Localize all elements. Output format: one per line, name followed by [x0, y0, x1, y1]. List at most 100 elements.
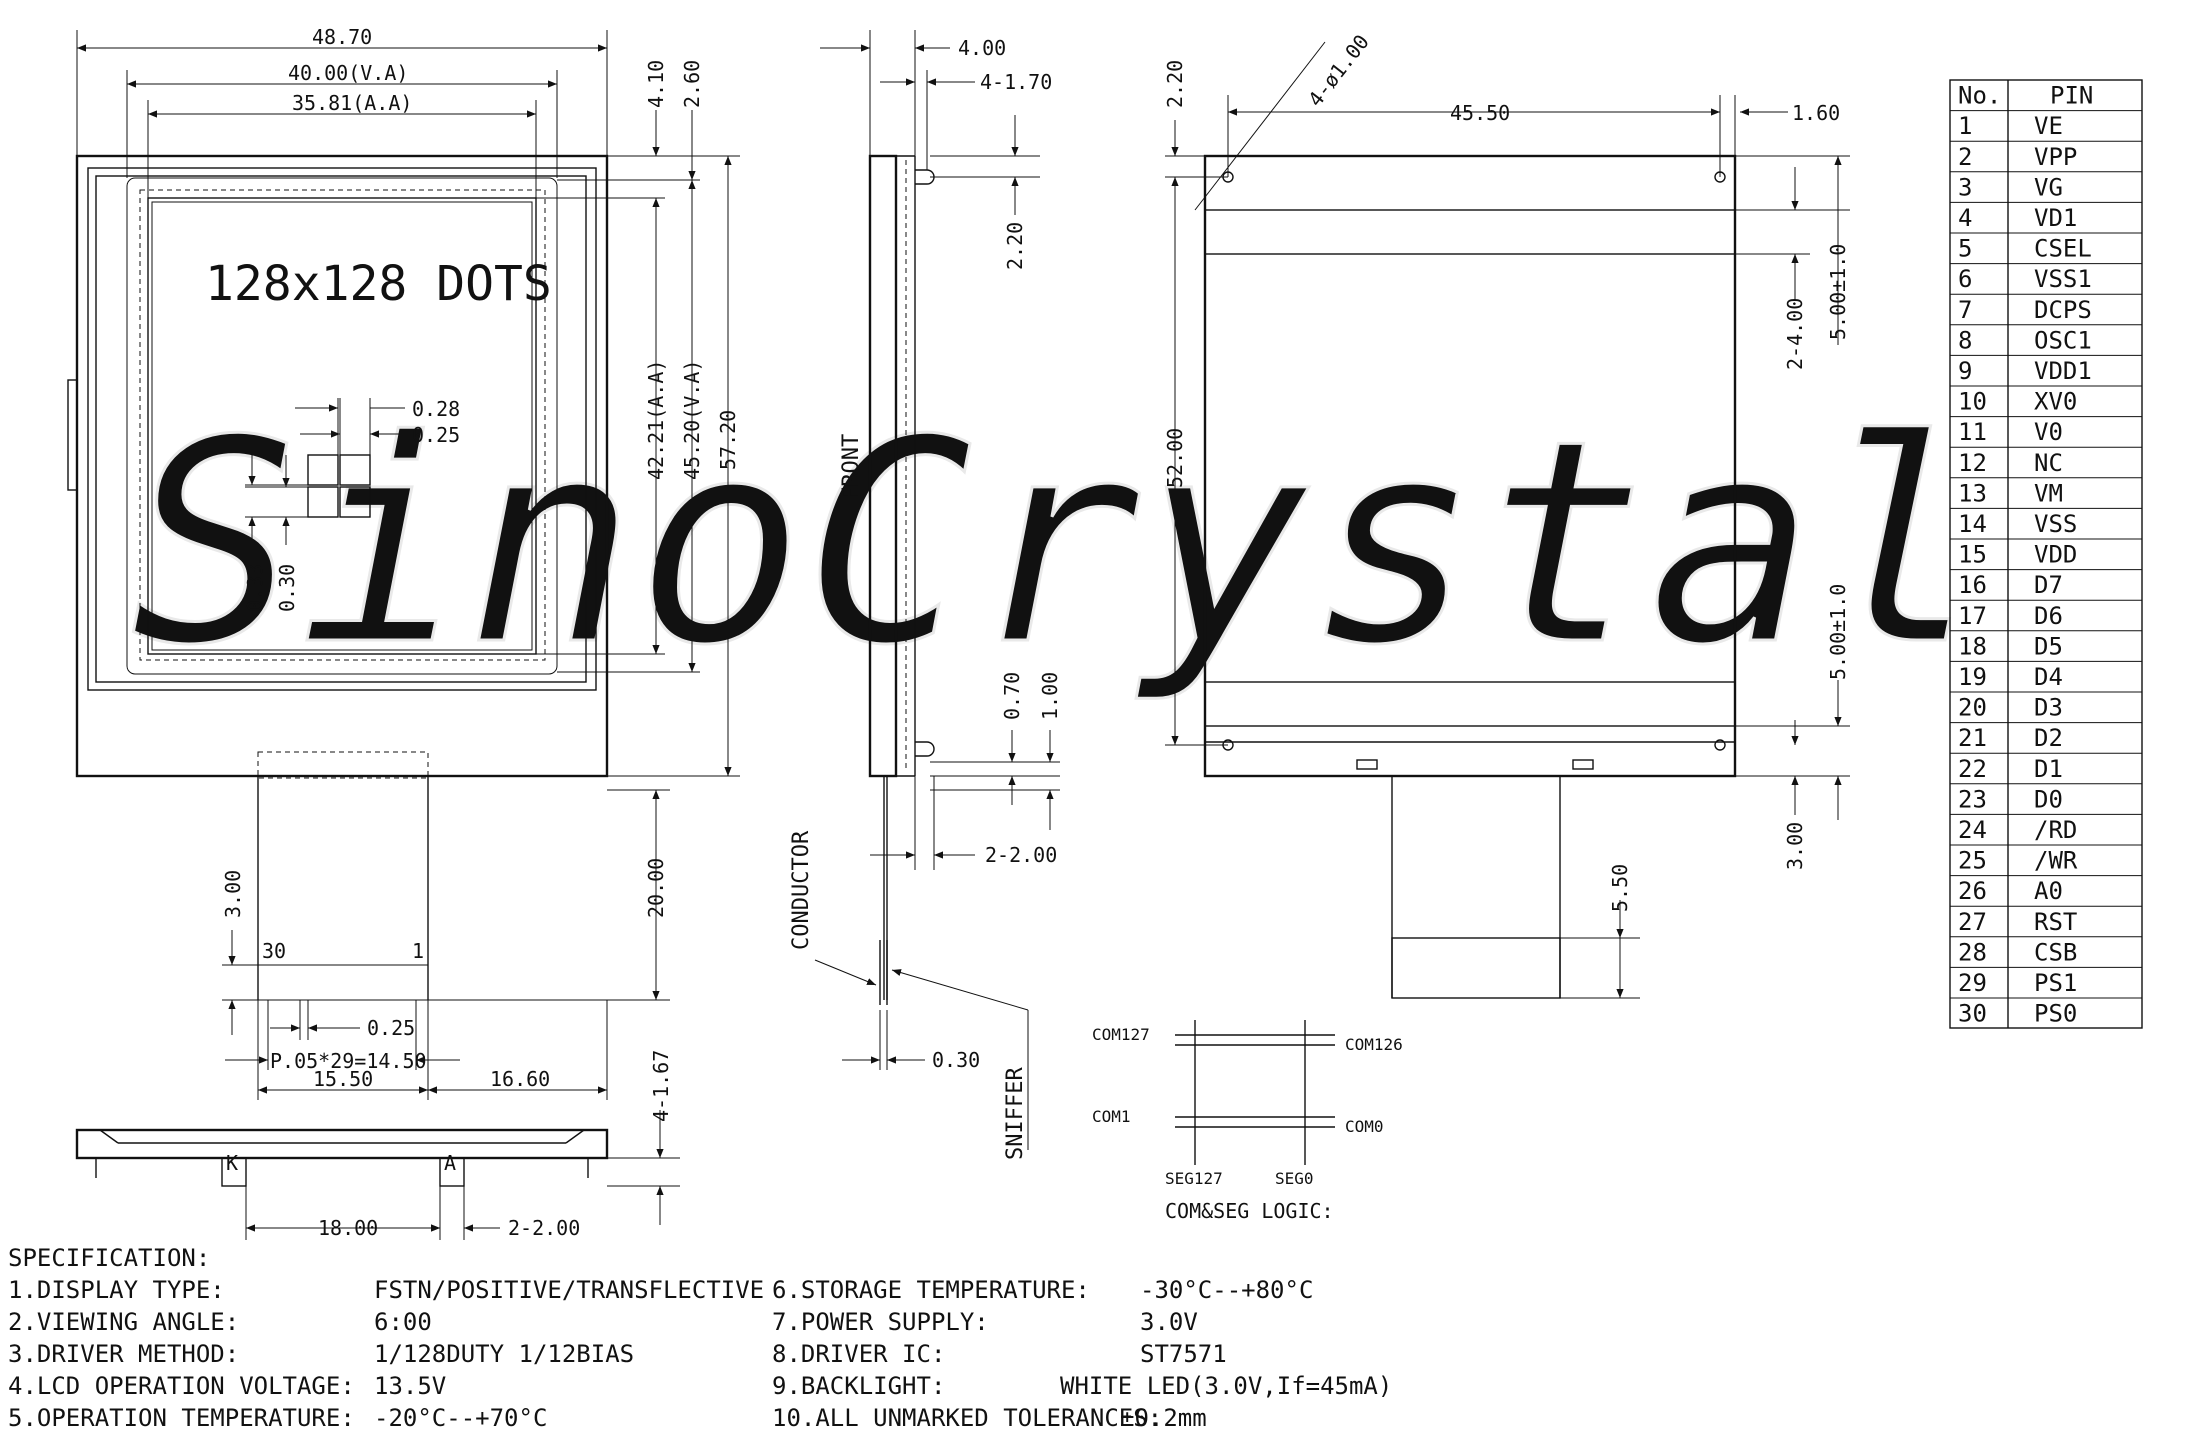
- spec-left-label: 2.VIEWING ANGLE:: [8, 1308, 239, 1336]
- spec-left-label: 5.OPERATION TEMPERATURE:: [8, 1404, 355, 1432]
- pin-name: VDD: [2034, 541, 2077, 569]
- dim-left-1550: 15.50: [313, 1067, 373, 1091]
- pin-number: 1: [1958, 112, 1972, 140]
- spec-right-label: 7.POWER SUPPLY:: [772, 1308, 989, 1336]
- pin-a: [439, 1157, 465, 1187]
- com1-label: COM1: [1092, 1107, 1131, 1126]
- pin-number: 28: [1958, 938, 1987, 966]
- dim-rear-5tol-top: 5.00±1.0: [1826, 244, 1850, 340]
- dot-cell: [339, 486, 371, 518]
- dots-label: 128x128 DOTS: [205, 256, 552, 312]
- pin-k-label: K: [226, 1151, 238, 1175]
- dim-top-410: 4.10: [644, 60, 668, 108]
- pin-table-frame: [1949, 79, 2143, 1029]
- dim-rear-5200: 52.00: [1163, 428, 1187, 488]
- spec-left-value: 1/128DUTY 1/12BIAS: [374, 1340, 634, 1368]
- spec-title: SPECIFICATION:: [8, 1244, 210, 1272]
- dim-rear-300: 3.00: [1783, 822, 1807, 870]
- dim-side-170: 4-1.70: [980, 70, 1052, 94]
- dim-pin-pitch: 0.25: [367, 1016, 415, 1040]
- pin-name: VD1: [2034, 204, 2077, 232]
- active-area-inner: [151, 201, 533, 651]
- pin-k: [221, 1157, 247, 1187]
- front-view: 128x128 DOTS 0.28 0.25 0.33 0.30 48.70 4…: [67, 25, 740, 1100]
- spec-left-label: 3.DRIVER METHOD:: [8, 1340, 239, 1368]
- dim-dot-030: 0.30: [275, 564, 299, 612]
- pin-30-label: 30: [262, 939, 286, 963]
- pin-1-label: 1: [412, 939, 424, 963]
- dim-rear-160: 1.60: [1792, 101, 1840, 125]
- dim-rear-2400: 2-4.00: [1783, 298, 1807, 370]
- dim-dot-025: 0.25: [412, 423, 460, 447]
- pin-name: PS1: [2034, 969, 2077, 997]
- pin-table-header-no: No.: [1958, 82, 2001, 110]
- dim-dot-033: 0.33: [243, 564, 267, 612]
- sniffer-label: SNIFFER: [1003, 1067, 1028, 1160]
- dim-right-1660: 16.60: [490, 1067, 550, 1091]
- dim-top-260: 2.60: [680, 60, 704, 108]
- pin-name: RST: [2034, 908, 2077, 936]
- dim-side-030: 0.30: [932, 1048, 980, 1072]
- pin-number: 8: [1958, 326, 1972, 354]
- pin-name: D4: [2034, 663, 2063, 691]
- pin-name: OSC1: [2034, 326, 2092, 354]
- viewing-area: [126, 177, 558, 675]
- spec-left-label: 4.LCD OPERATION VOLTAGE:: [8, 1372, 355, 1400]
- pin-number: 16: [1958, 571, 1987, 599]
- rear-outline: [1203, 154, 1737, 778]
- bottom-view: K A 18.00 2-2.00 4-1.67: [75, 1050, 680, 1240]
- pin-number: 6: [1958, 265, 1972, 293]
- dot-cell: [339, 454, 371, 486]
- dim-rear-5tol-bot: 5.00±1.0: [1826, 584, 1850, 680]
- spec-right-value: ST7571: [1140, 1340, 1227, 1368]
- bezel-outline: [95, 175, 587, 683]
- dim-hole-dia: 4-ø1.00: [1303, 30, 1374, 111]
- hatch-band-bottom: [1204, 681, 1736, 727]
- dim-side-220: 2.20: [1003, 222, 1027, 270]
- dim-pitch-total: P.05*29=14.50: [270, 1049, 427, 1073]
- dim-va-width: 40.00(V.A): [288, 61, 408, 85]
- pin-number: 2: [1958, 143, 1972, 171]
- pin-name: CSB: [2034, 938, 2077, 966]
- pin-name: VSS1: [2034, 265, 2092, 293]
- active-area-dashed: [139, 189, 546, 661]
- dim-rear-550: 5.50: [1608, 864, 1632, 912]
- front-label: FRONT: [839, 434, 864, 500]
- dim-total-width: 48.70: [312, 25, 372, 49]
- com126-label: COM126: [1345, 1035, 1403, 1054]
- pin-number: 21: [1958, 724, 1987, 752]
- pin-name: VG: [2034, 173, 2063, 201]
- pin-name: XV0: [2034, 388, 2077, 416]
- dim-rear-220: 2.20: [1163, 60, 1187, 108]
- pin-number: 13: [1958, 479, 1987, 507]
- dot-cell: [307, 486, 339, 518]
- pin-number: 23: [1958, 785, 1987, 813]
- pin-a-label: A: [444, 1151, 456, 1175]
- com-seg-title: COM&SEG LOGIC:: [1165, 1199, 1334, 1223]
- pin-name: D1: [2034, 755, 2063, 783]
- pin-number: 10: [1958, 388, 1987, 416]
- pin-number: 18: [1958, 632, 1987, 660]
- dim-va-height: 45.20(V.A): [680, 360, 704, 480]
- fpc-bond-area: [257, 751, 429, 779]
- pin-number: 15: [1958, 541, 1987, 569]
- rear-slot: [1572, 759, 1594, 770]
- com-seg-logic: COM127 COM126 COM1 COM0 SEG127 SEG0 COM&…: [1092, 1020, 1403, 1223]
- watermark: SinoCrystal: [130, 381, 1984, 707]
- pin-number: 14: [1958, 510, 1987, 538]
- pin-name: VPP: [2034, 143, 2077, 171]
- dim-fpc-300: 3.00: [221, 870, 245, 918]
- pin-name: V0: [2034, 418, 2063, 446]
- pin-name: /RD: [2034, 816, 2077, 844]
- hatch-band-top: [1204, 209, 1736, 255]
- spec-right-label: 10.ALL UNMARKED TOLERANCES:: [772, 1404, 1162, 1432]
- pin-number: 24: [1958, 816, 1987, 844]
- dim-side-100: 1.00: [1038, 672, 1062, 720]
- seg127-label: SEG127: [1165, 1169, 1223, 1188]
- active-area: [147, 197, 537, 655]
- panel-outline: [87, 167, 597, 691]
- pin-number: 5: [1958, 235, 1972, 263]
- mount-hole: [1714, 739, 1726, 751]
